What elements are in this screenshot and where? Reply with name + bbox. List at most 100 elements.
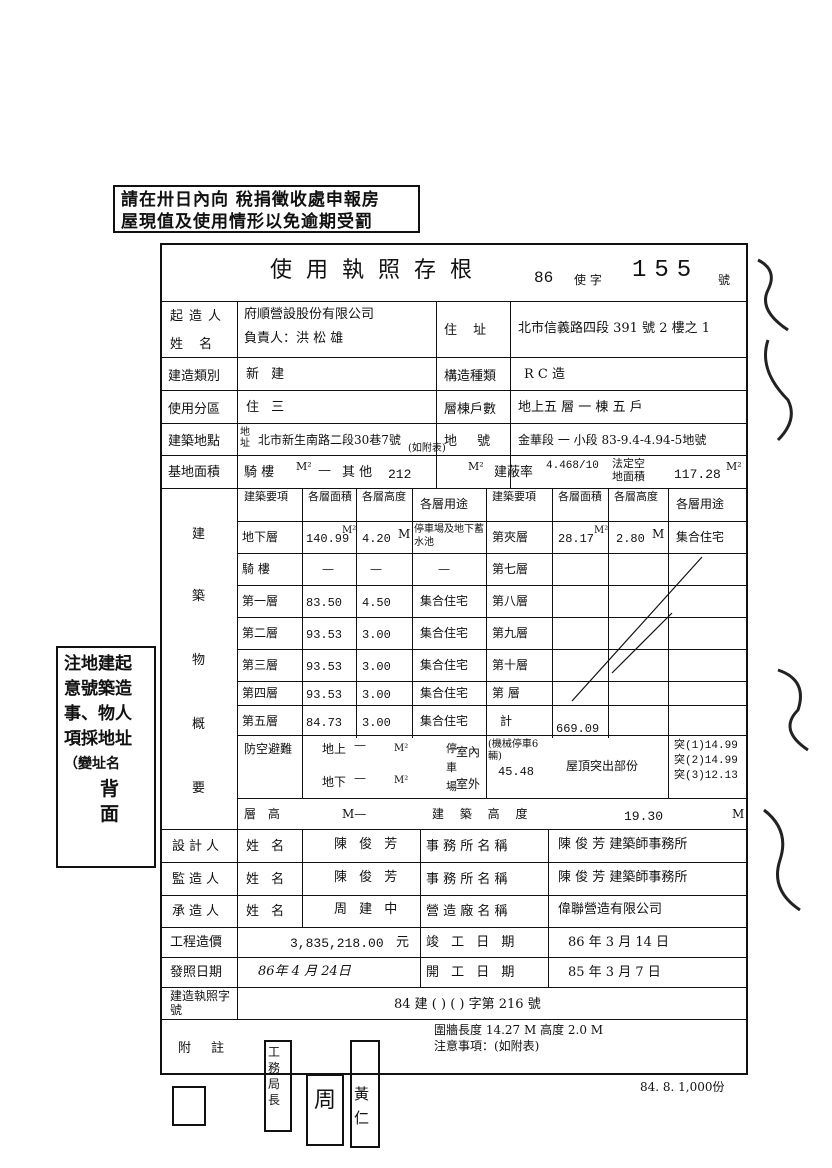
supervisor-label: 監造人 <box>172 872 224 887</box>
col-header: 各層面積 <box>558 490 602 503</box>
building-height-unit: M <box>732 807 745 821</box>
build-type: 新 建 <box>246 367 289 382</box>
rule <box>237 617 748 618</box>
floor-height-value: M— <box>342 807 367 821</box>
area-label: 基地面積 <box>168 465 221 480</box>
contractor-firm: 偉聯營造有限公司 <box>558 902 663 917</box>
site-label: 建築地點 <box>168 434 221 449</box>
row-use: 集合住宅 <box>420 686 469 700</box>
unit-m2: M² <box>296 460 312 473</box>
cost-label: 工程造價 <box>170 935 223 950</box>
outdoor-label: 室外 <box>456 777 481 791</box>
row-area: 93.53 <box>306 628 343 642</box>
row-area: 140.99 <box>306 532 350 546</box>
finish-date: 86 年 3 月 14 日 <box>568 935 670 950</box>
row-area: 83.50 <box>306 596 343 610</box>
other-label: 其 他 <box>342 465 373 480</box>
arcade-label: 騎 樓 <box>244 465 275 480</box>
row-item-2: 第九層 <box>492 626 529 640</box>
row-height: 3.00 <box>362 716 391 730</box>
contractor-name-label: 姓 名 <box>246 904 289 919</box>
col-header: 建築要項 <box>492 490 536 503</box>
unit-m2: M² <box>594 525 609 536</box>
rule <box>162 357 748 358</box>
rule <box>548 927 549 987</box>
notes-line-2: 注意事項：(如附表) <box>434 1039 540 1053</box>
rule <box>668 488 669 798</box>
side-stamp-line: 面 <box>100 803 120 825</box>
cost-unit: 元 <box>396 935 410 950</box>
row-item: 第三層 <box>242 658 279 672</box>
rule <box>237 585 748 586</box>
row-item: 第一層 <box>242 594 279 608</box>
below-ground: 地下 <box>322 775 347 789</box>
rule <box>237 681 748 682</box>
building-side-label: 概 <box>192 717 206 732</box>
square-seal <box>172 1086 206 1126</box>
row-item: 第五層 <box>242 714 279 728</box>
site-addr-tag: 地址 <box>240 427 250 449</box>
rule <box>412 488 413 738</box>
building-side-label: 要 <box>192 781 206 796</box>
site-note: (如附表) <box>408 443 446 454</box>
builder-address: 北市信義路四段 391 號 2 樓之 1 <box>518 321 711 336</box>
rule <box>162 927 748 928</box>
col-header: 建築要項 <box>244 490 288 503</box>
structure-label: 構造種類 <box>444 369 497 384</box>
row-use: 停車場及地下蓄水池 <box>414 524 484 548</box>
total-area: 669.09 <box>556 722 600 736</box>
issue-date: 86年 4 月 24日 <box>258 964 351 979</box>
coverage: 4.468/10 <box>546 460 599 472</box>
supervisor-name-label: 姓 名 <box>246 872 289 887</box>
rule <box>162 957 748 958</box>
floor-height-label: 層 高 <box>244 807 284 821</box>
builder-label: 起造人 <box>170 309 228 324</box>
unit-m2: M² <box>394 743 409 754</box>
roof-label: 屋頂突出部份 <box>566 759 639 773</box>
row-height: 3.00 <box>362 628 391 642</box>
rule <box>162 301 748 302</box>
row-use: 集合住宅 <box>420 626 469 640</box>
col-header: 各層高度 <box>614 490 658 503</box>
notice-stamp: 請在卅日內向 稅捐徵收處申報房 屋現值及使用情形以免逾期受罰 <box>113 185 420 233</box>
rule <box>162 862 748 863</box>
unit-m: M <box>398 527 411 541</box>
rule <box>420 829 421 927</box>
rule <box>162 390 748 391</box>
floors-label: 層棟戶數 <box>444 402 497 417</box>
cert-word: 使 字 <box>574 273 602 287</box>
rule <box>486 488 487 798</box>
defense-label: 防空避難 <box>244 742 293 756</box>
above-value: — <box>354 738 366 752</box>
seal-name: 周 <box>306 1074 344 1146</box>
unit-m: M <box>652 527 665 541</box>
row-area: 84.73 <box>306 716 343 730</box>
rule <box>237 735 748 736</box>
lot-label: 地 號 <box>444 434 499 449</box>
row-item-2: 計 <box>500 714 513 728</box>
designer-name: 陳 俊 芳 <box>334 837 402 852</box>
rule <box>162 829 748 830</box>
row-use: 集合住宅 <box>420 714 469 728</box>
supervisor-office-label: 事 務 所 名 稱 <box>426 872 508 887</box>
zone: 住 三 <box>246 400 289 415</box>
col-header: 各層用途 <box>420 497 469 511</box>
row-use: 集合住宅 <box>420 658 469 672</box>
site-address: 北市新生南路二段30巷7號 <box>258 433 401 447</box>
rule <box>552 488 553 738</box>
rule <box>162 488 748 489</box>
below-value: — <box>354 771 366 785</box>
roof-2: 突(2)14.99 <box>674 755 738 767</box>
rule <box>162 455 748 456</box>
row-height: 4.20 <box>362 532 391 546</box>
contractor-label: 承造人 <box>172 904 224 919</box>
address-label: 住 址 <box>444 323 493 338</box>
building-side-label: 建 <box>192 527 206 542</box>
coverage-label: 建蔽率 <box>494 465 534 480</box>
contractor-firm-label: 營 造 廠 名 稱 <box>426 904 508 919</box>
other-value: 212 <box>388 467 412 482</box>
roof-1: 突(1)14.99 <box>674 740 738 752</box>
building-height: 19.30 <box>624 809 664 824</box>
row-height-2: 2.80 <box>616 532 645 546</box>
building-side-label: 築 <box>192 589 206 604</box>
